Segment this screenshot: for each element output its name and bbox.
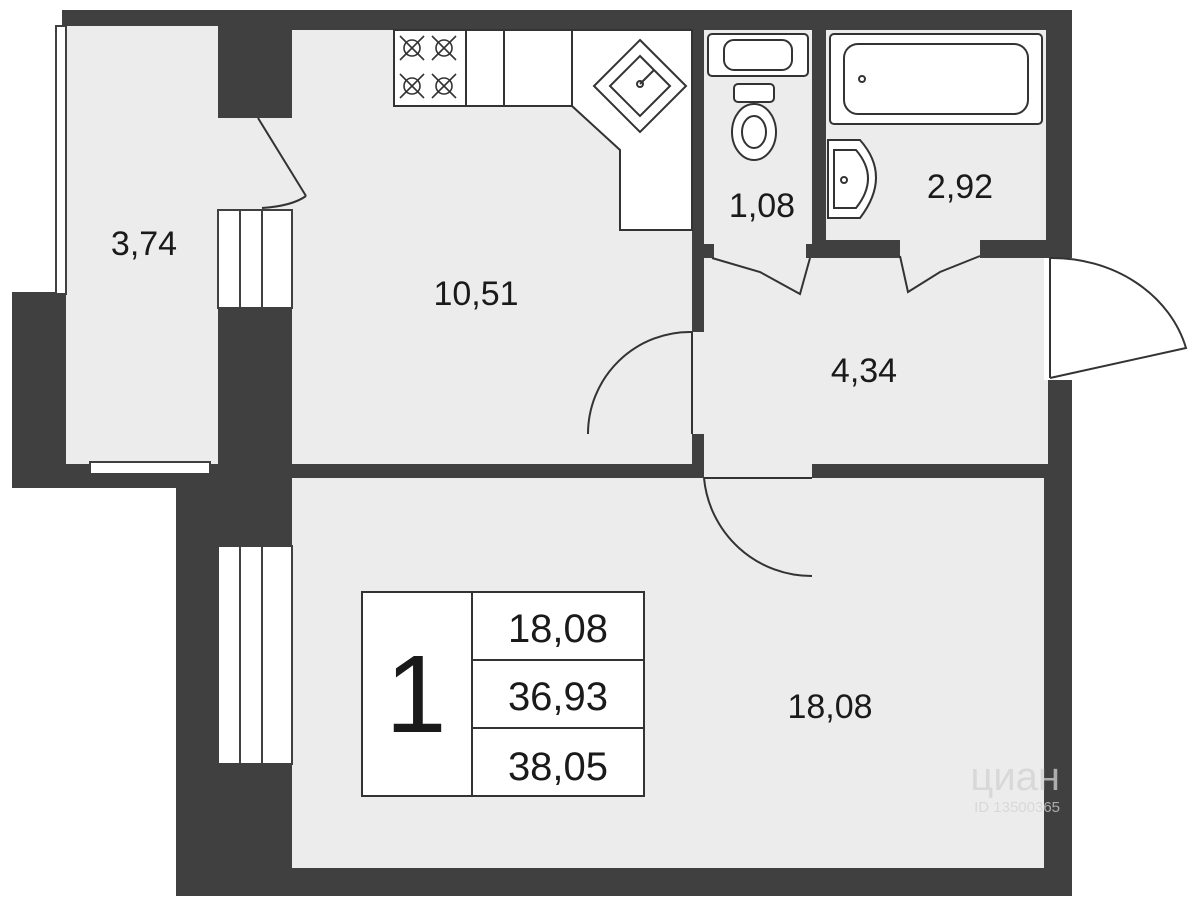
doorway-living: [704, 464, 812, 478]
window-balcony-bottom: [89, 461, 211, 475]
summary-box: 1 18,08 36,93 38,05: [361, 591, 645, 797]
bathroom-area-label: 2,92: [927, 168, 993, 206]
wc-area-label: 1,08: [729, 187, 795, 225]
total-area-value: 36,93: [508, 675, 608, 719]
partition-kitchen-wc: [692, 30, 704, 258]
hall-area-label: 4,34: [831, 352, 897, 390]
wc-sink-icon: [707, 33, 809, 77]
balcony-floor: [66, 26, 218, 464]
watermark-brand: циан: [970, 755, 1060, 799]
kitchen-sink-icon: [592, 38, 688, 134]
doorway-balcony: [218, 118, 292, 214]
exterior-cutout-left: [0, 488, 176, 902]
partition-hall-living: [812, 464, 1048, 478]
window-kitchen: [217, 209, 293, 309]
hall-floor: [704, 258, 1048, 464]
total-with-balcony-value: 38,05: [508, 745, 608, 789]
door-bathroom: [899, 255, 981, 294]
watermark-id: ID 13500365: [974, 799, 1060, 816]
partition-kitchen-living: [292, 464, 704, 478]
window-balcony-left: [55, 25, 67, 295]
door-kitchen: [587, 330, 693, 435]
window-living: [217, 545, 293, 765]
exterior-cutout-right: [1072, 0, 1200, 902]
living-room-area-label: 18,08: [787, 688, 872, 726]
balcony-area-label: 3,74: [111, 225, 177, 263]
watermark: циан ID 13500365: [970, 755, 1060, 816]
door-entrance: [1049, 256, 1188, 379]
living-area-value: 18,08: [508, 607, 608, 651]
door-wc: [711, 257, 811, 296]
rooms-count: 1: [385, 633, 446, 756]
door-living: [703, 477, 813, 578]
stove-icon: [399, 35, 457, 99]
partition-wc-bath: [812, 30, 826, 248]
partition-kitchen-hall-lower: [692, 434, 704, 478]
toilet-icon: [731, 83, 777, 161]
exterior-cutout-top-left: [0, 0, 62, 292]
bathroom-sink-icon: [827, 139, 877, 219]
partition-kitchen-hall: [692, 258, 704, 332]
door-balcony: [257, 117, 307, 209]
bathtub-icon: [829, 33, 1043, 125]
doorway-kitchen: [692, 332, 704, 434]
kitchen-area-label: 10,51: [433, 275, 518, 313]
doorway-wc: [714, 244, 806, 258]
doorway-bathroom: [900, 240, 980, 258]
